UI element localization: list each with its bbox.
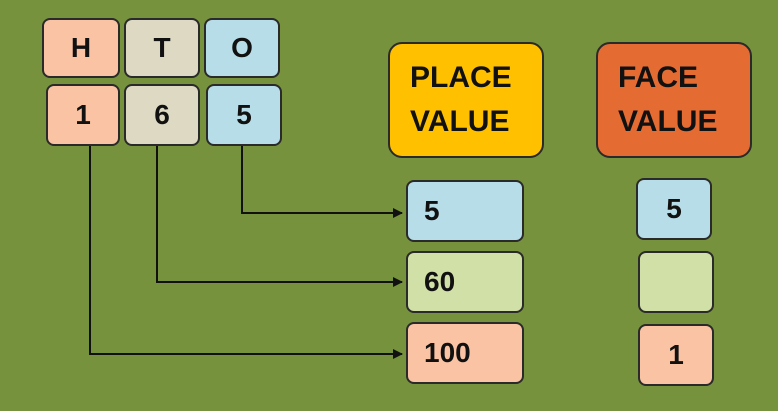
face-value-header: FACE VALUE — [596, 42, 752, 158]
face-value-hundreds: 1 — [638, 324, 714, 386]
face-value-title-line1: FACE — [618, 61, 699, 94]
place-value-header: PLACE VALUE — [388, 42, 544, 158]
face-value-title-line2: VALUE — [618, 105, 718, 138]
face-value-ones: 5 — [636, 178, 712, 240]
hundreds-to-place-arrow — [89, 146, 403, 359]
place-value-title-line1: PLACE — [410, 61, 512, 94]
ones-digit: 5 — [206, 84, 282, 146]
place-value-hundreds: 100 — [406, 322, 524, 384]
tens-header: T — [124, 18, 200, 78]
place-value-title-line2: VALUE — [410, 105, 510, 138]
place-value-tens: 60 — [406, 251, 524, 313]
tens-digit: 6 — [124, 84, 200, 146]
face-value-tens — [638, 251, 714, 313]
place-value-ones: 5 — [406, 180, 524, 242]
ones-header: O — [204, 18, 280, 78]
ones-to-place-arrow — [241, 146, 403, 218]
hundreds-digit: 1 — [46, 84, 120, 146]
tens-to-place-arrow — [156, 146, 403, 287]
hundreds-header: H — [42, 18, 120, 78]
